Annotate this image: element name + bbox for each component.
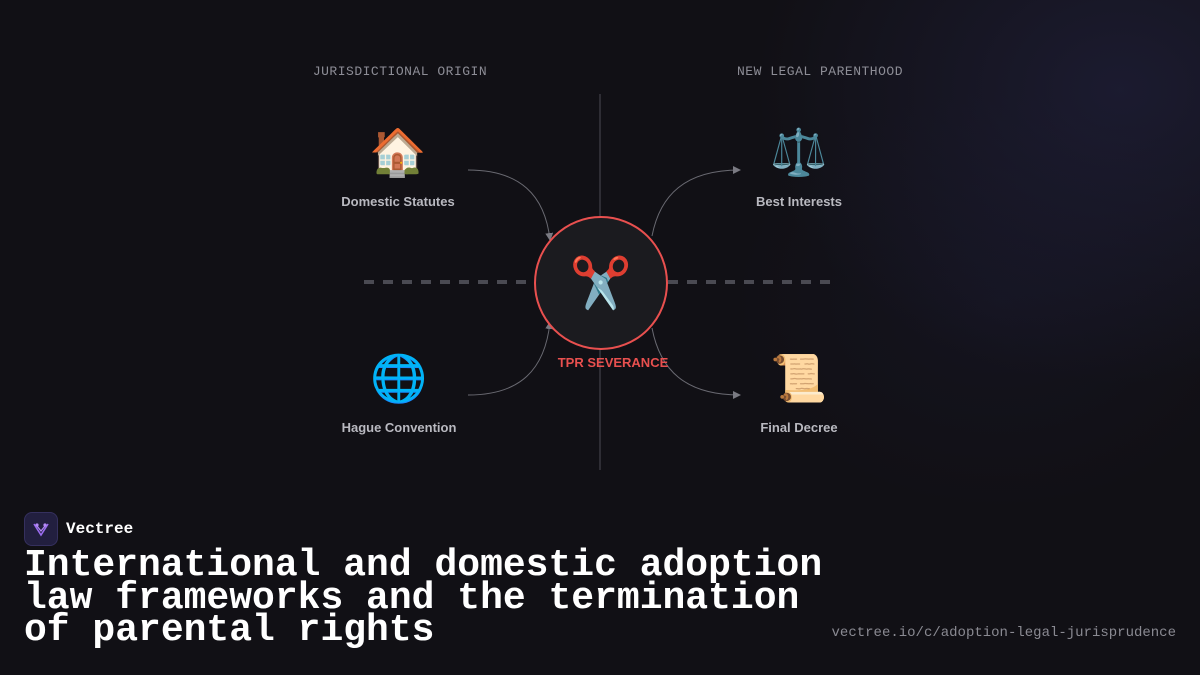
- vectree-logo-icon: [24, 512, 58, 546]
- connector-layer: [364, 94, 830, 470]
- node-hague-convention: 🌐 Hague Convention: [309, 350, 489, 435]
- connector-bottom-left: [467, 321, 554, 396]
- connector-bottom-right: [651, 327, 741, 399]
- node-best-interests: ⚖️ Best Interests: [709, 124, 889, 209]
- diagram: JURISDICTIONAL ORIGIN NEW LEGAL PARENTHO…: [308, 64, 904, 470]
- page-title: International and domestic adoption law …: [24, 544, 823, 652]
- brand[interactable]: Vectree: [24, 512, 133, 546]
- source-url[interactable]: vectree.io/c/adoption-legal-jurisprudenc…: [831, 625, 1176, 641]
- node-label: Hague Convention: [341, 420, 457, 435]
- node-label: Domestic Statutes: [341, 194, 455, 209]
- scales-icon: ⚖️: [770, 125, 828, 179]
- node-label: Final Decree: [760, 420, 838, 435]
- brand-name: Vectree: [66, 520, 134, 538]
- globe-icon: 🌐: [370, 351, 428, 405]
- house-icon: 🏠: [369, 125, 427, 179]
- node-domestic-statutes: 🏠 Domestic Statutes: [308, 124, 488, 209]
- node-final-decree: 📜 Final Decree: [709, 350, 889, 435]
- scroll-icon: 📜: [770, 351, 828, 405]
- tpr-severance-label: TPR SEVERANCE: [557, 355, 669, 370]
- connector-top-left: [467, 169, 554, 241]
- node-label: Best Interests: [756, 194, 842, 209]
- connector-top-right: [651, 166, 741, 237]
- scissors-icon: ✂️: [569, 253, 633, 312]
- tpr-severance-node: ✂️: [534, 216, 668, 350]
- left-column-label: JURISDICTIONAL ORIGIN: [312, 64, 488, 79]
- right-column-label: NEW LEGAL PARENTHOOD: [736, 64, 904, 79]
